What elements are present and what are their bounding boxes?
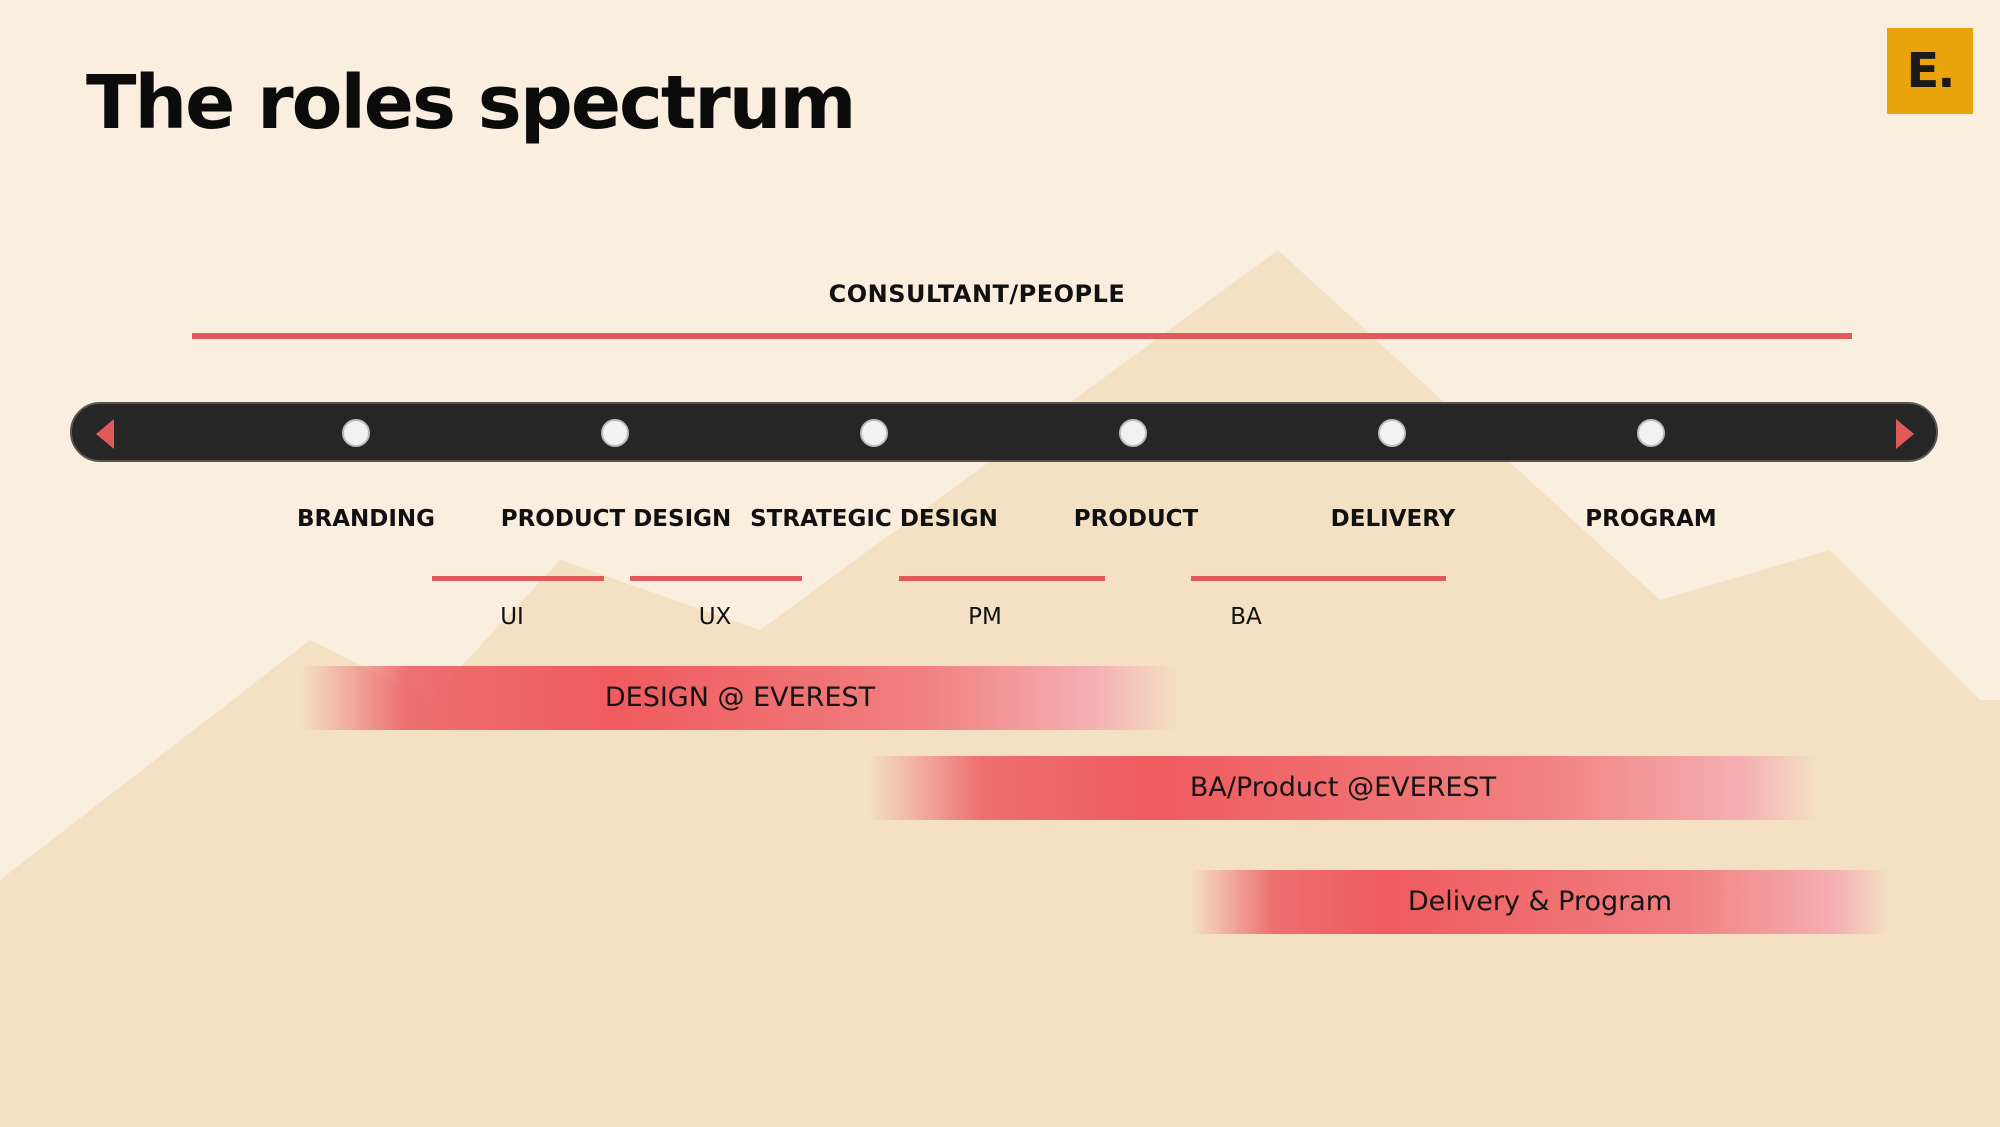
sub-role-line-ux (630, 576, 802, 581)
spectrum-marker-strategic-design (860, 419, 888, 447)
consultant-people-range-line (192, 333, 1852, 339)
sub-role-label-ba: BA (1230, 604, 1262, 630)
spectrum-track (70, 402, 1938, 462)
band-ba-product-everest: BA/Product @EVEREST (868, 756, 1818, 820)
sub-role-line-pm (899, 576, 1105, 581)
spectrum-marker-product-design (601, 419, 629, 447)
spectrum-marker-delivery (1378, 419, 1406, 447)
sub-role-label-ui: UI (500, 604, 524, 630)
sub-role-label-pm: PM (968, 604, 1002, 630)
category-label-delivery: DELIVERY (1330, 506, 1456, 532)
spectrum-marker-program (1637, 419, 1665, 447)
page-title: The roles spectrum (86, 60, 857, 146)
category-label-strategic-design: STRATEGIC DESIGN (750, 506, 998, 532)
band-delivery-program: Delivery & Program (1190, 870, 1890, 934)
category-label-branding: BRANDING (296, 506, 436, 532)
spectrum-marker-product (1119, 419, 1147, 447)
sub-role-line-ba (1191, 576, 1446, 581)
consultant-people-label: CONSULTANT/PEOPLE (828, 280, 1126, 308)
category-label-product: PRODUCT (1073, 506, 1199, 532)
arrow-left-icon (96, 419, 114, 449)
category-label-product-design: PRODUCT DESIGN (500, 506, 732, 532)
band-design-everest: DESIGN @ EVEREST (300, 666, 1180, 730)
sub-role-label-ux: UX (698, 604, 732, 630)
category-label-program: PROGRAM (1585, 506, 1717, 532)
sub-role-line-ui (432, 576, 604, 581)
arrow-right-icon (1896, 419, 1914, 449)
spectrum-marker-branding (342, 419, 370, 447)
company-logo: E. (1887, 28, 1973, 114)
